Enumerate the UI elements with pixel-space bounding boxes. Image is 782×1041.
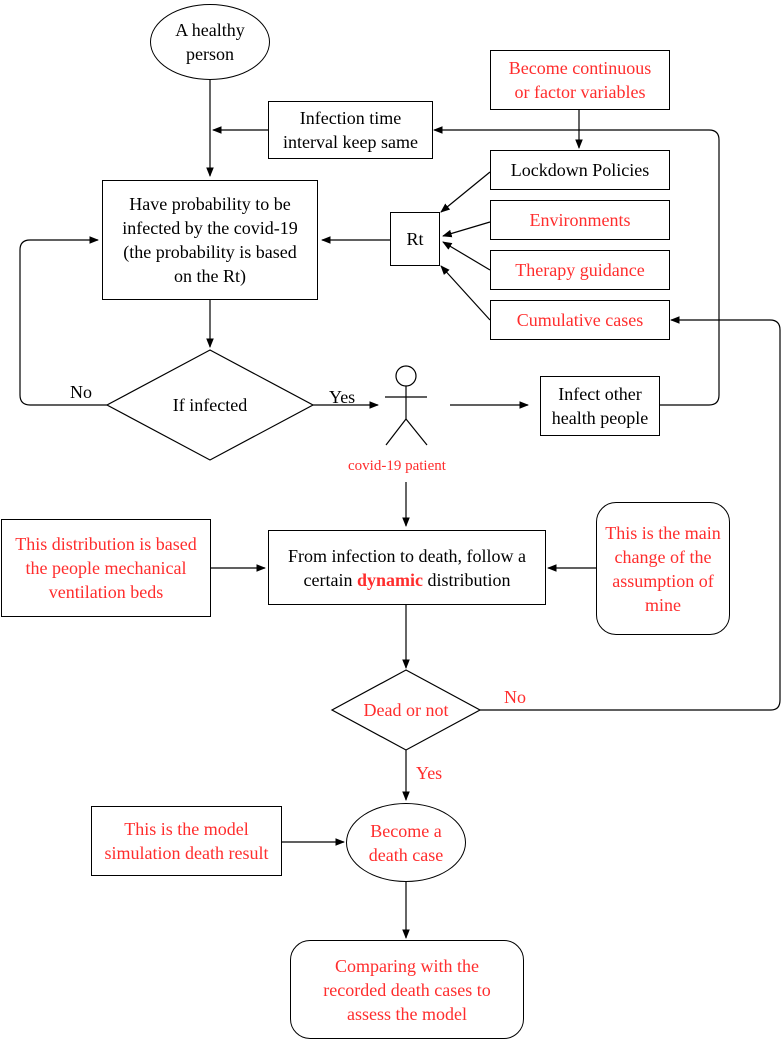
rt-label: Rt	[406, 229, 424, 249]
healthy-person-node: A healthy person	[150, 4, 270, 80]
cumulative-cases-label: Cumulative cases	[516, 310, 644, 330]
main-change-line-3: assumption of	[612, 570, 714, 591]
have-probability-line-1: Have probability to be	[129, 194, 291, 214]
no-infected-label: No	[70, 382, 92, 402]
infection-to-death-line-2: certain dynamic distribution	[304, 568, 511, 592]
arrow-therapy-to-rt	[442, 241, 491, 271]
healthy-person-line-1: A healthy	[175, 20, 245, 40]
dead-or-not-diamond	[330, 669, 482, 751]
lockdown-policies-node: Lockdown Policies	[490, 150, 670, 190]
arrow-no-back-to-probability	[19, 236, 107, 406]
comparing-line-3: assess the model	[347, 1003, 467, 1024]
rt-node: Rt	[390, 212, 440, 266]
if-infected-label: If infected	[147, 393, 273, 417]
comparing-line-2: recorded death cases to	[323, 979, 491, 1000]
if-infected-diamond	[105, 349, 315, 461]
infect-other-node: Infect other health people	[540, 376, 660, 436]
distribution-based-line-3: ventilation beds	[48, 582, 164, 602]
death-case-line-2: death case	[368, 844, 444, 865]
have-probability-line-4: on the Rt)	[174, 266, 246, 286]
dead-or-not-label: Dead or not	[346, 698, 466, 722]
dynamic-emphasis: dynamic	[356, 569, 423, 590]
infection-to-death-node: From infection to death, follow a certai…	[268, 530, 546, 605]
death-case-line-1: Become a	[370, 820, 442, 841]
infection-to-death-line-1: From infection to death, follow a	[288, 545, 526, 566]
arrow-no-dead-to-cumulative	[480, 316, 781, 711]
arrow-infect-other-to-interval	[433, 126, 720, 406]
infection-interval-line-2: interval keep same	[283, 132, 418, 152]
cumulative-cases-node: Cumulative cases	[490, 300, 670, 340]
environments-node: Environments	[490, 200, 670, 240]
distribution-based-line-2: the people mechanical	[25, 558, 187, 578]
yes-infected-label: Yes	[329, 387, 356, 407]
yes-dead-label: Yes	[416, 763, 443, 783]
therapy-guidance-node: Therapy guidance	[490, 250, 670, 290]
main-change-line-2: change of the	[614, 546, 712, 567]
have-probability-line-3: (the probability is based	[123, 242, 297, 262]
arrow-lockdown-to-rt	[440, 171, 491, 213]
healthy-person-line-2: person	[186, 44, 234, 64]
lockdown-policies-label: Lockdown Policies	[510, 160, 650, 180]
patient-caption: covid-19 patient	[348, 458, 446, 474]
infection-to-death-line-2-after: distribution	[427, 569, 511, 590]
arrow-environments-to-rt	[442, 221, 491, 238]
no-dead-label: No	[504, 687, 526, 707]
if-infected-text: If infected	[172, 395, 248, 415]
therapy-guidance-label: Therapy guidance	[515, 260, 645, 280]
main-change-line-4: mine	[645, 594, 681, 615]
distribution-based-line-1: This distribution is based	[15, 534, 197, 554]
main-change-node: This is the main change of the assumptio…	[596, 502, 730, 635]
model-result-node: This is the model simulation death resul…	[91, 806, 282, 876]
become-continuous-node: Become continuous or factor variables	[490, 50, 670, 110]
comparing-line-1: Comparing with the	[335, 955, 479, 976]
arrow-cumulative-to-rt	[440, 265, 491, 321]
distribution-based-node: This distribution is based the people me…	[1, 519, 211, 617]
model-result-line-1: This is the model	[124, 819, 249, 839]
infect-other-line-1: Infect other	[558, 384, 642, 404]
have-probability-line-2: infected by the covid-19	[122, 218, 298, 238]
model-result-line-2: simulation death result	[104, 843, 269, 863]
infect-other-line-2: health people	[551, 408, 649, 428]
dead-or-not-text: Dead or not	[363, 700, 449, 720]
death-case-node: Become a death case	[346, 803, 466, 882]
infection-interval-line-1: Infection time	[299, 108, 402, 128]
infection-to-death-line-2-before: certain	[303, 569, 353, 590]
have-probability-node: Have probability to be infected by the c…	[102, 180, 318, 300]
main-change-line-1: This is the main	[605, 522, 721, 543]
become-continuous-line-2: or factor variables	[514, 82, 646, 102]
patient-figure	[385, 365, 428, 446]
environments-label: Environments	[529, 210, 631, 230]
infection-interval-node: Infection time interval keep same	[268, 101, 433, 159]
comparing-node: Comparing with the recorded death cases …	[290, 940, 524, 1039]
become-continuous-line-1: Become continuous	[508, 58, 652, 78]
